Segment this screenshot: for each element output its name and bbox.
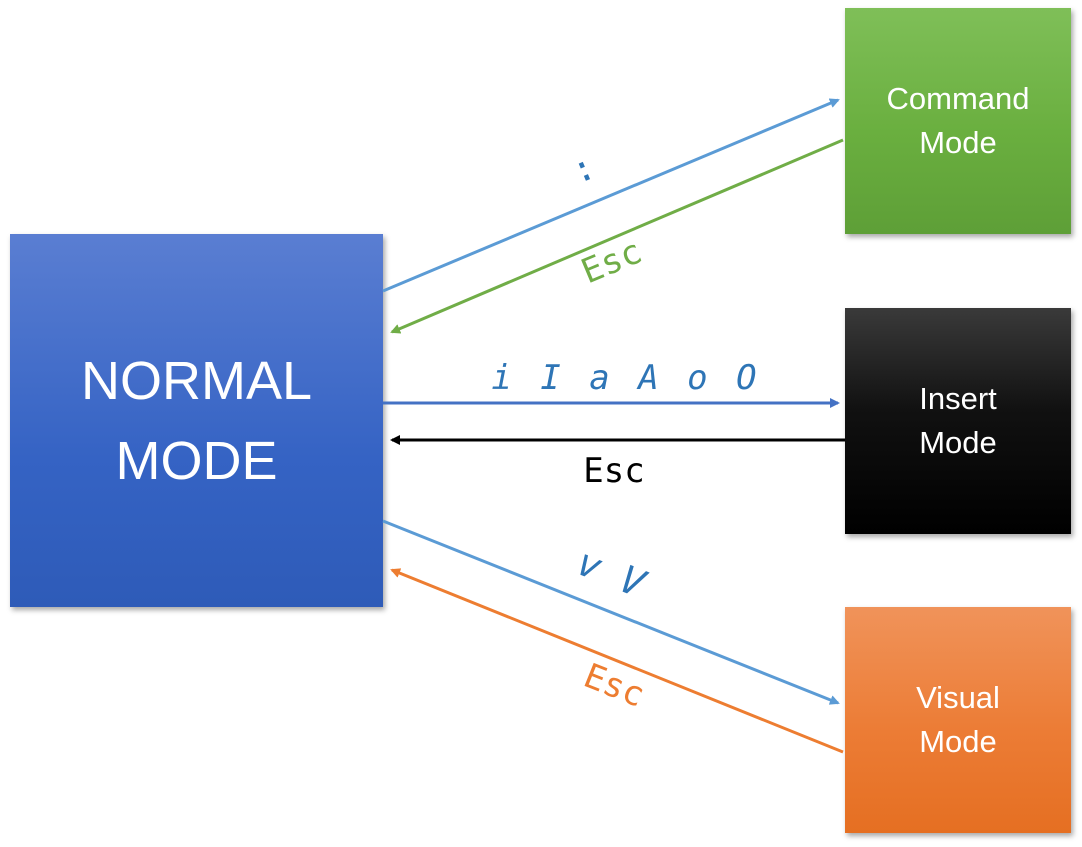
label-esc-insert: Esc: [583, 451, 644, 491]
visual-mode-label-line1: Visual: [916, 680, 1000, 715]
arrow-normal-to-visual: [382, 519, 840, 705]
visual-mode-label-line2: Mode: [919, 724, 997, 759]
label-visual-keys: v V: [571, 540, 653, 607]
command-mode-box: Command Mode: [845, 8, 1071, 234]
insert-mode-label-line1: Insert: [919, 381, 997, 416]
normal-mode-label-line2: MODE: [115, 430, 278, 491]
insert-mode-label-line2: Mode: [919, 425, 997, 460]
command-mode-label-line1: Command: [886, 81, 1030, 116]
normal-mode-box: NORMAL MODE: [10, 234, 383, 607]
insert-mode-box: Insert Mode: [845, 308, 1071, 534]
label-colon: :: [566, 146, 602, 192]
label-insert-keys: i I a A o O: [491, 358, 760, 398]
normal-mode-label-line1: NORMAL: [80, 350, 313, 411]
arrow-command-to-normal: [390, 138, 844, 334]
label-esc-visual: Esc: [578, 656, 650, 716]
label-esc-command: Esc: [576, 232, 648, 293]
visual-mode-box: Visual Mode: [845, 607, 1071, 833]
command-mode-label-line2: Mode: [919, 125, 997, 160]
arrow-normal-to-command: [382, 98, 840, 293]
arrow-visual-to-normal: [390, 568, 844, 754]
